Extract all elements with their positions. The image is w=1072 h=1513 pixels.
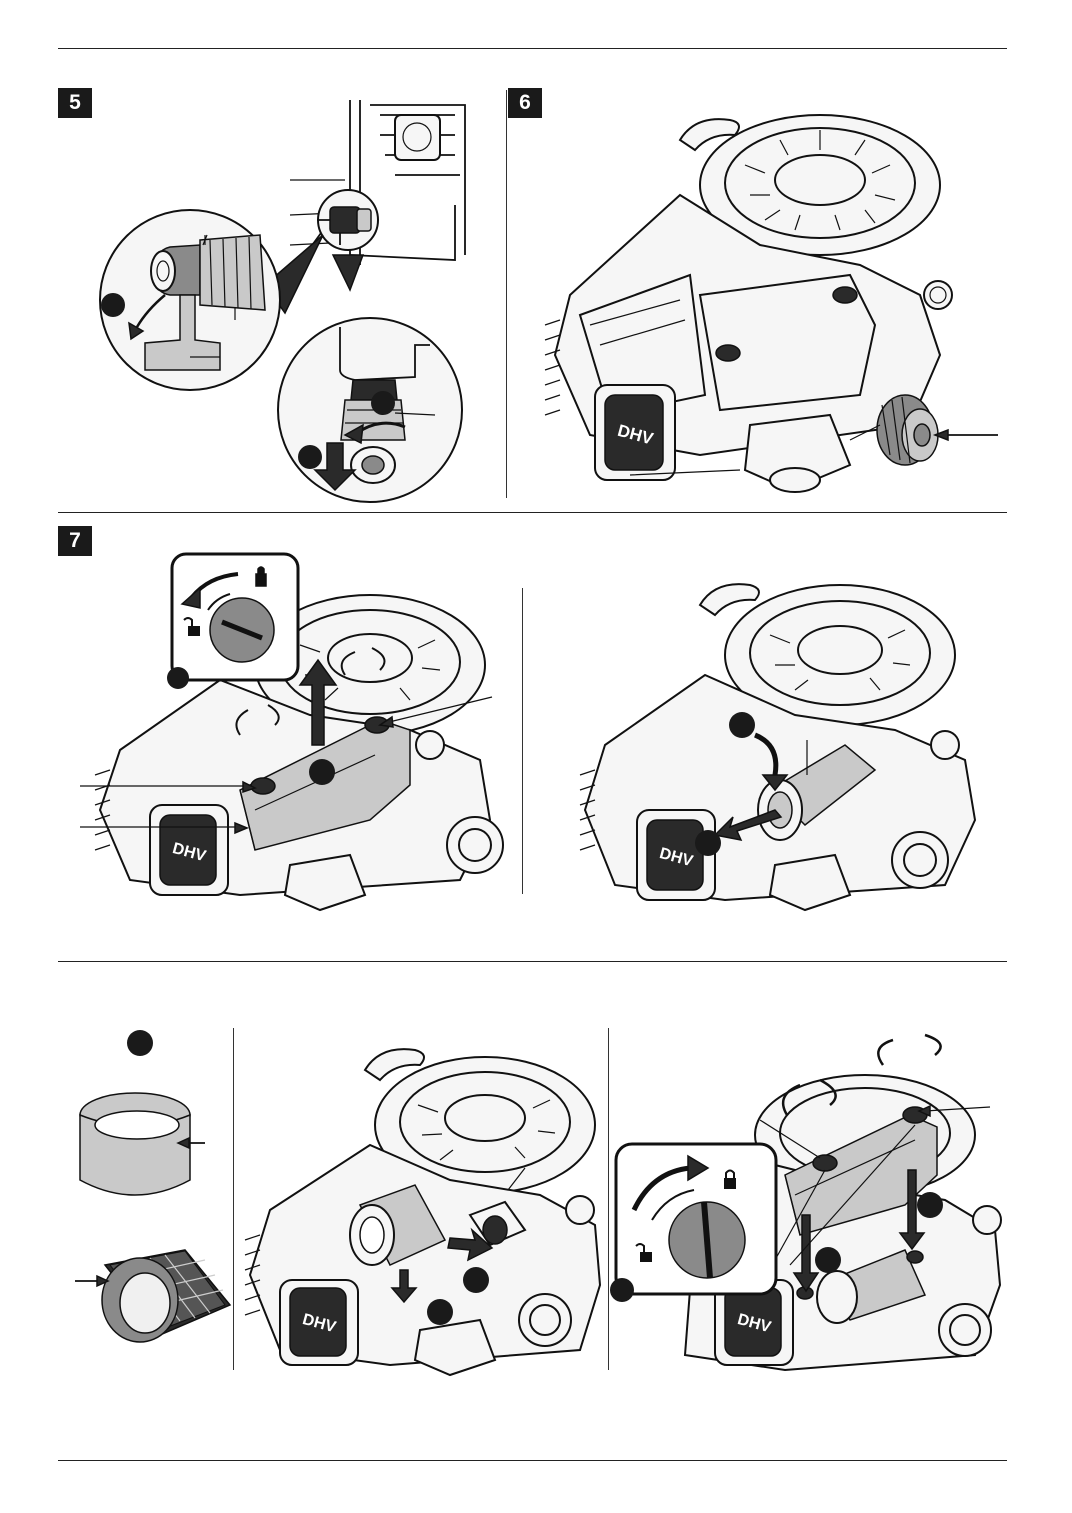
callout-dot: [917, 1192, 943, 1218]
divider-7: [522, 588, 523, 894]
step-number-5: 5: [58, 88, 92, 118]
rotate-cw-icon: [878, 1035, 940, 1065]
lock-icon: [256, 567, 266, 586]
divider-8b: [608, 1028, 609, 1370]
detail-circle-right: [278, 318, 462, 502]
callout-dot: [167, 667, 189, 689]
callout-dot: [815, 1247, 841, 1273]
rule-after-step7: [58, 961, 1007, 962]
step5-illustration: [95, 95, 505, 500]
step8-install-illustration: DHV: [240, 1030, 605, 1380]
callout-dot: [309, 759, 335, 785]
callout-dot: [371, 391, 395, 415]
paper-filter: [75, 1250, 230, 1342]
engine: DHV: [545, 115, 998, 492]
callout-dot: [610, 1278, 634, 1302]
divider-5-6: [506, 90, 507, 498]
divider-8a: [233, 1028, 234, 1370]
bottom-rule: [58, 1460, 1007, 1461]
step7-right-illustration: DHV: [575, 565, 1005, 915]
cover-knob: [251, 778, 275, 794]
callout-dot: [463, 1267, 489, 1293]
callout-dot: [695, 830, 721, 856]
foam-prefilter: [80, 1093, 205, 1195]
zoom-wedge-down: [333, 255, 363, 290]
top-rule: [58, 48, 1007, 49]
step8-filters-illustration: [65, 1025, 230, 1365]
callout-dot: [427, 1299, 453, 1325]
step6-illustration: DHV: [530, 95, 1000, 505]
fuel-connector-circle: [317, 190, 378, 250]
callout-dot: [298, 445, 322, 469]
cover-knob: [813, 1155, 837, 1171]
lock-inset-closed: [612, 1140, 782, 1300]
callout-dot: [101, 293, 125, 317]
detail-circle-left: [100, 210, 280, 390]
callout-dot: [127, 1030, 153, 1056]
rule-after-step6: [58, 512, 1007, 513]
lock-inset-open: [170, 552, 300, 682]
callout-dot: [729, 712, 755, 738]
